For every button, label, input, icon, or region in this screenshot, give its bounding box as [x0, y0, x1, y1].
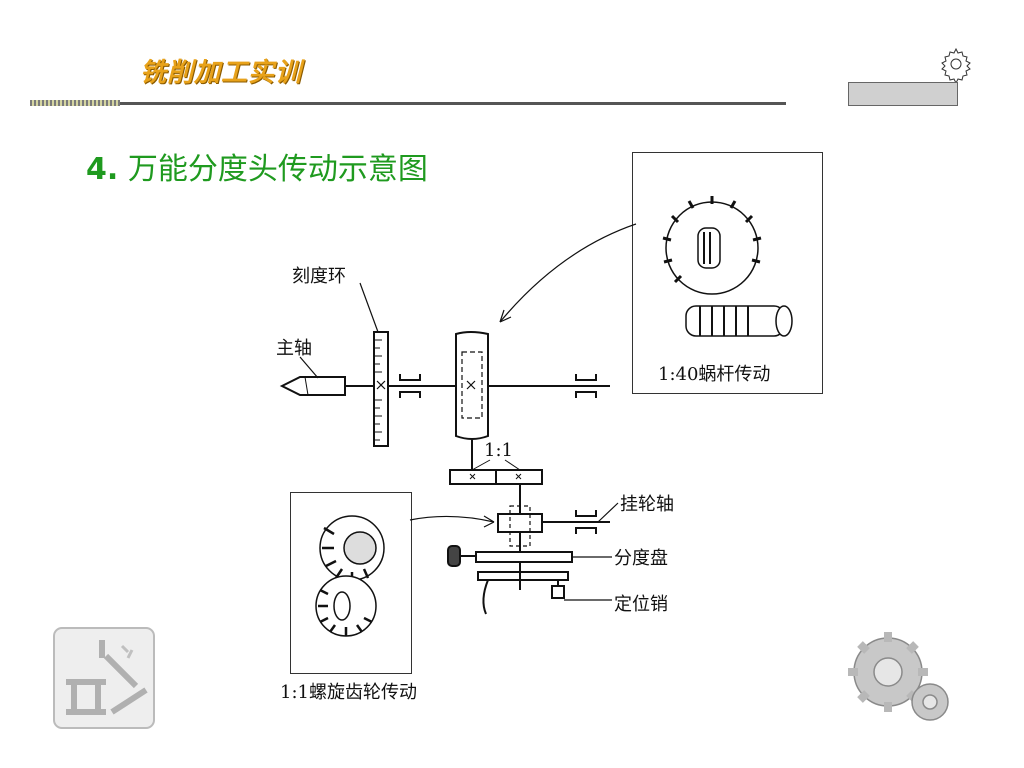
header-rule-pattern: [30, 100, 120, 106]
spindle-label: 主轴: [276, 338, 312, 359]
slide-title: 4. 万能分度头传动示意图: [86, 144, 428, 188]
bearing-1: [399, 374, 421, 398]
crank-knob: [447, 545, 461, 567]
helical-drive-caption: 1:1螺旋齿轮传动: [280, 682, 417, 703]
spindle-leader: [299, 356, 319, 379]
index-plate: [475, 551, 573, 563]
header-rule-line: [120, 102, 786, 105]
change-gear-shaft-label: 挂轮轴: [620, 494, 674, 515]
scale-ring: [373, 331, 389, 447]
worm-arrow: [499, 223, 637, 323]
locating-pin-label: 定位销: [614, 594, 668, 615]
scale-ring-label: 刻度环: [292, 266, 346, 287]
crank-handle: [482, 579, 489, 615]
slide-number: 4.: [86, 152, 119, 187]
locating-pin-shape: [551, 585, 565, 599]
helical-gears-illustration: [315, 515, 385, 637]
header-title: 铣削加工实训: [140, 58, 303, 88]
gear-icon: [941, 47, 971, 82]
worm-drive-caption: 1:40蜗杆传动: [658, 364, 771, 385]
bearing-2: [575, 374, 597, 398]
header-rule: [30, 100, 786, 106]
sector-arm: [477, 571, 569, 581]
slide-title-text: 万能分度头传动示意图: [127, 152, 428, 187]
index-plate-label: 分度盘: [614, 548, 668, 569]
header-box: [848, 82, 958, 106]
coupling: [497, 513, 543, 533]
scale-ring-ticks: [374, 339, 382, 441]
scale-ring-leader: [359, 282, 379, 333]
worm-gear-illustration: [662, 196, 793, 337]
spindle-nose: [279, 376, 346, 396]
helical-arrow: [409, 515, 495, 523]
gears-icon: [848, 632, 949, 721]
engineering-logo-icon: [53, 627, 155, 729]
ratio-label: 1:1: [484, 440, 513, 461]
